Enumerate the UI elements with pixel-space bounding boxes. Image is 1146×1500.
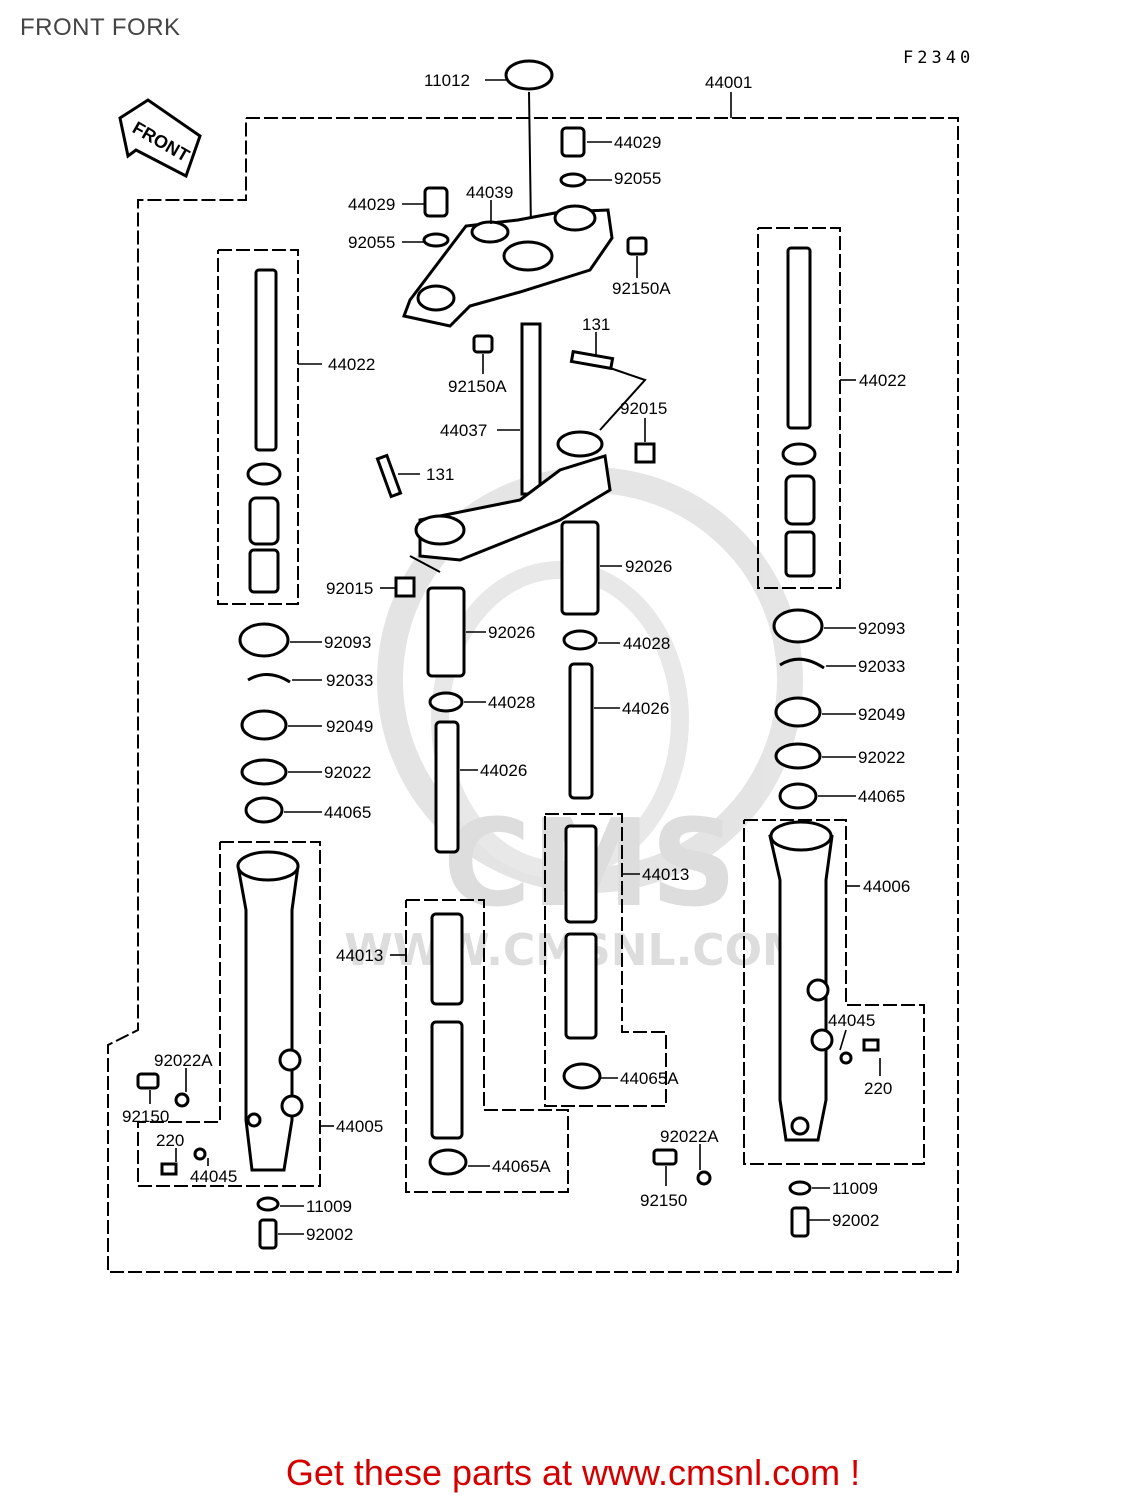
part-label: 44029 bbox=[614, 133, 661, 152]
upper-bracket-part bbox=[401, 204, 614, 328]
part-label: 44001 bbox=[705, 73, 752, 92]
page-title: FRONT FORK bbox=[20, 14, 181, 41]
part-label: 131 bbox=[426, 465, 454, 484]
part-label: 44005 bbox=[336, 1117, 383, 1136]
part-label: 92049 bbox=[326, 717, 373, 736]
part-label: 220 bbox=[864, 1079, 892, 1098]
part-label: 92015 bbox=[326, 579, 373, 598]
part-label: 44045 bbox=[190, 1167, 237, 1186]
part-label: 92055 bbox=[614, 169, 661, 188]
top-plug-part bbox=[422, 126, 648, 354]
left-outer-leg-part bbox=[136, 850, 304, 1250]
part-label: 44045 bbox=[828, 1011, 875, 1030]
part-label: 92033 bbox=[326, 671, 373, 690]
part-label: 92022 bbox=[324, 763, 371, 782]
part-label: 44028 bbox=[623, 634, 670, 653]
part-labels: 11012 44001 44029 92055 44029 44039 9205… bbox=[122, 71, 910, 1244]
right-lower-boundary bbox=[743, 819, 925, 1165]
part-label: 92002 bbox=[306, 1225, 353, 1244]
leader-lines bbox=[149, 79, 881, 1235]
right-outer-leg-part bbox=[652, 820, 880, 1238]
part-label: 92022A bbox=[154, 1051, 213, 1070]
part-label: 44065 bbox=[858, 787, 905, 806]
part-label: 92049 bbox=[858, 705, 905, 724]
part-label: 44006 bbox=[863, 877, 910, 896]
part-label: 44022 bbox=[859, 371, 906, 390]
right-tube-boundary bbox=[757, 227, 841, 589]
part-label: 92055 bbox=[348, 233, 395, 252]
part-label: 44037 bbox=[440, 421, 487, 440]
part-label: 92150A bbox=[448, 377, 507, 396]
part-label: 92150 bbox=[640, 1191, 687, 1210]
part-label: 44029 bbox=[348, 195, 395, 214]
left-cyl-boundary bbox=[405, 899, 569, 1193]
part-label: 92033 bbox=[858, 657, 905, 676]
part-label: 92026 bbox=[625, 557, 672, 576]
part-label: 92150A bbox=[612, 279, 671, 298]
part-label: 220 bbox=[156, 1131, 184, 1150]
part-label: 92015 bbox=[620, 399, 667, 418]
steering-stem-part bbox=[375, 322, 656, 598]
part-label: 92022A bbox=[660, 1127, 719, 1146]
part-label: 44028 bbox=[488, 693, 535, 712]
part-label: 92026 bbox=[488, 623, 535, 642]
part-label: 44022 bbox=[328, 355, 375, 374]
middle-parts bbox=[426, 520, 602, 1176]
part-label: 131 bbox=[582, 315, 610, 334]
part-label: 11009 bbox=[306, 1197, 352, 1216]
left-tube-parts bbox=[238, 268, 291, 824]
part-label: 92093 bbox=[324, 633, 371, 652]
right-cyl-boundary bbox=[544, 813, 667, 1107]
left-lower-boundary bbox=[137, 841, 321, 1187]
part-label: 92022 bbox=[858, 748, 905, 767]
front-arrow: FRONT bbox=[118, 98, 202, 179]
part-label: 11009 bbox=[832, 1179, 878, 1198]
cap-part bbox=[504, 59, 554, 91]
part-label: 44013 bbox=[336, 946, 383, 965]
part-label: 44065A bbox=[620, 1069, 679, 1088]
figure-code: F2340 bbox=[903, 48, 975, 68]
part-label: 92093 bbox=[858, 619, 905, 638]
part-label: 11012 bbox=[424, 71, 470, 90]
part-label: 92002 bbox=[832, 1211, 879, 1230]
footer-link[interactable]: Get these parts at www.cmsnl.com ! bbox=[285, 1452, 861, 1493]
right-tube-parts bbox=[772, 246, 825, 810]
left-tube-boundary bbox=[217, 249, 299, 605]
part-label: 92150 bbox=[122, 1107, 169, 1126]
assembly-boundary bbox=[107, 117, 959, 1273]
part-label: 44065 bbox=[324, 803, 371, 822]
part-label: 44026 bbox=[480, 761, 527, 780]
part-label: 44039 bbox=[466, 183, 513, 202]
part-label: 44013 bbox=[642, 865, 689, 884]
part-label: 44065A bbox=[492, 1157, 551, 1176]
part-label: 44026 bbox=[622, 699, 669, 718]
